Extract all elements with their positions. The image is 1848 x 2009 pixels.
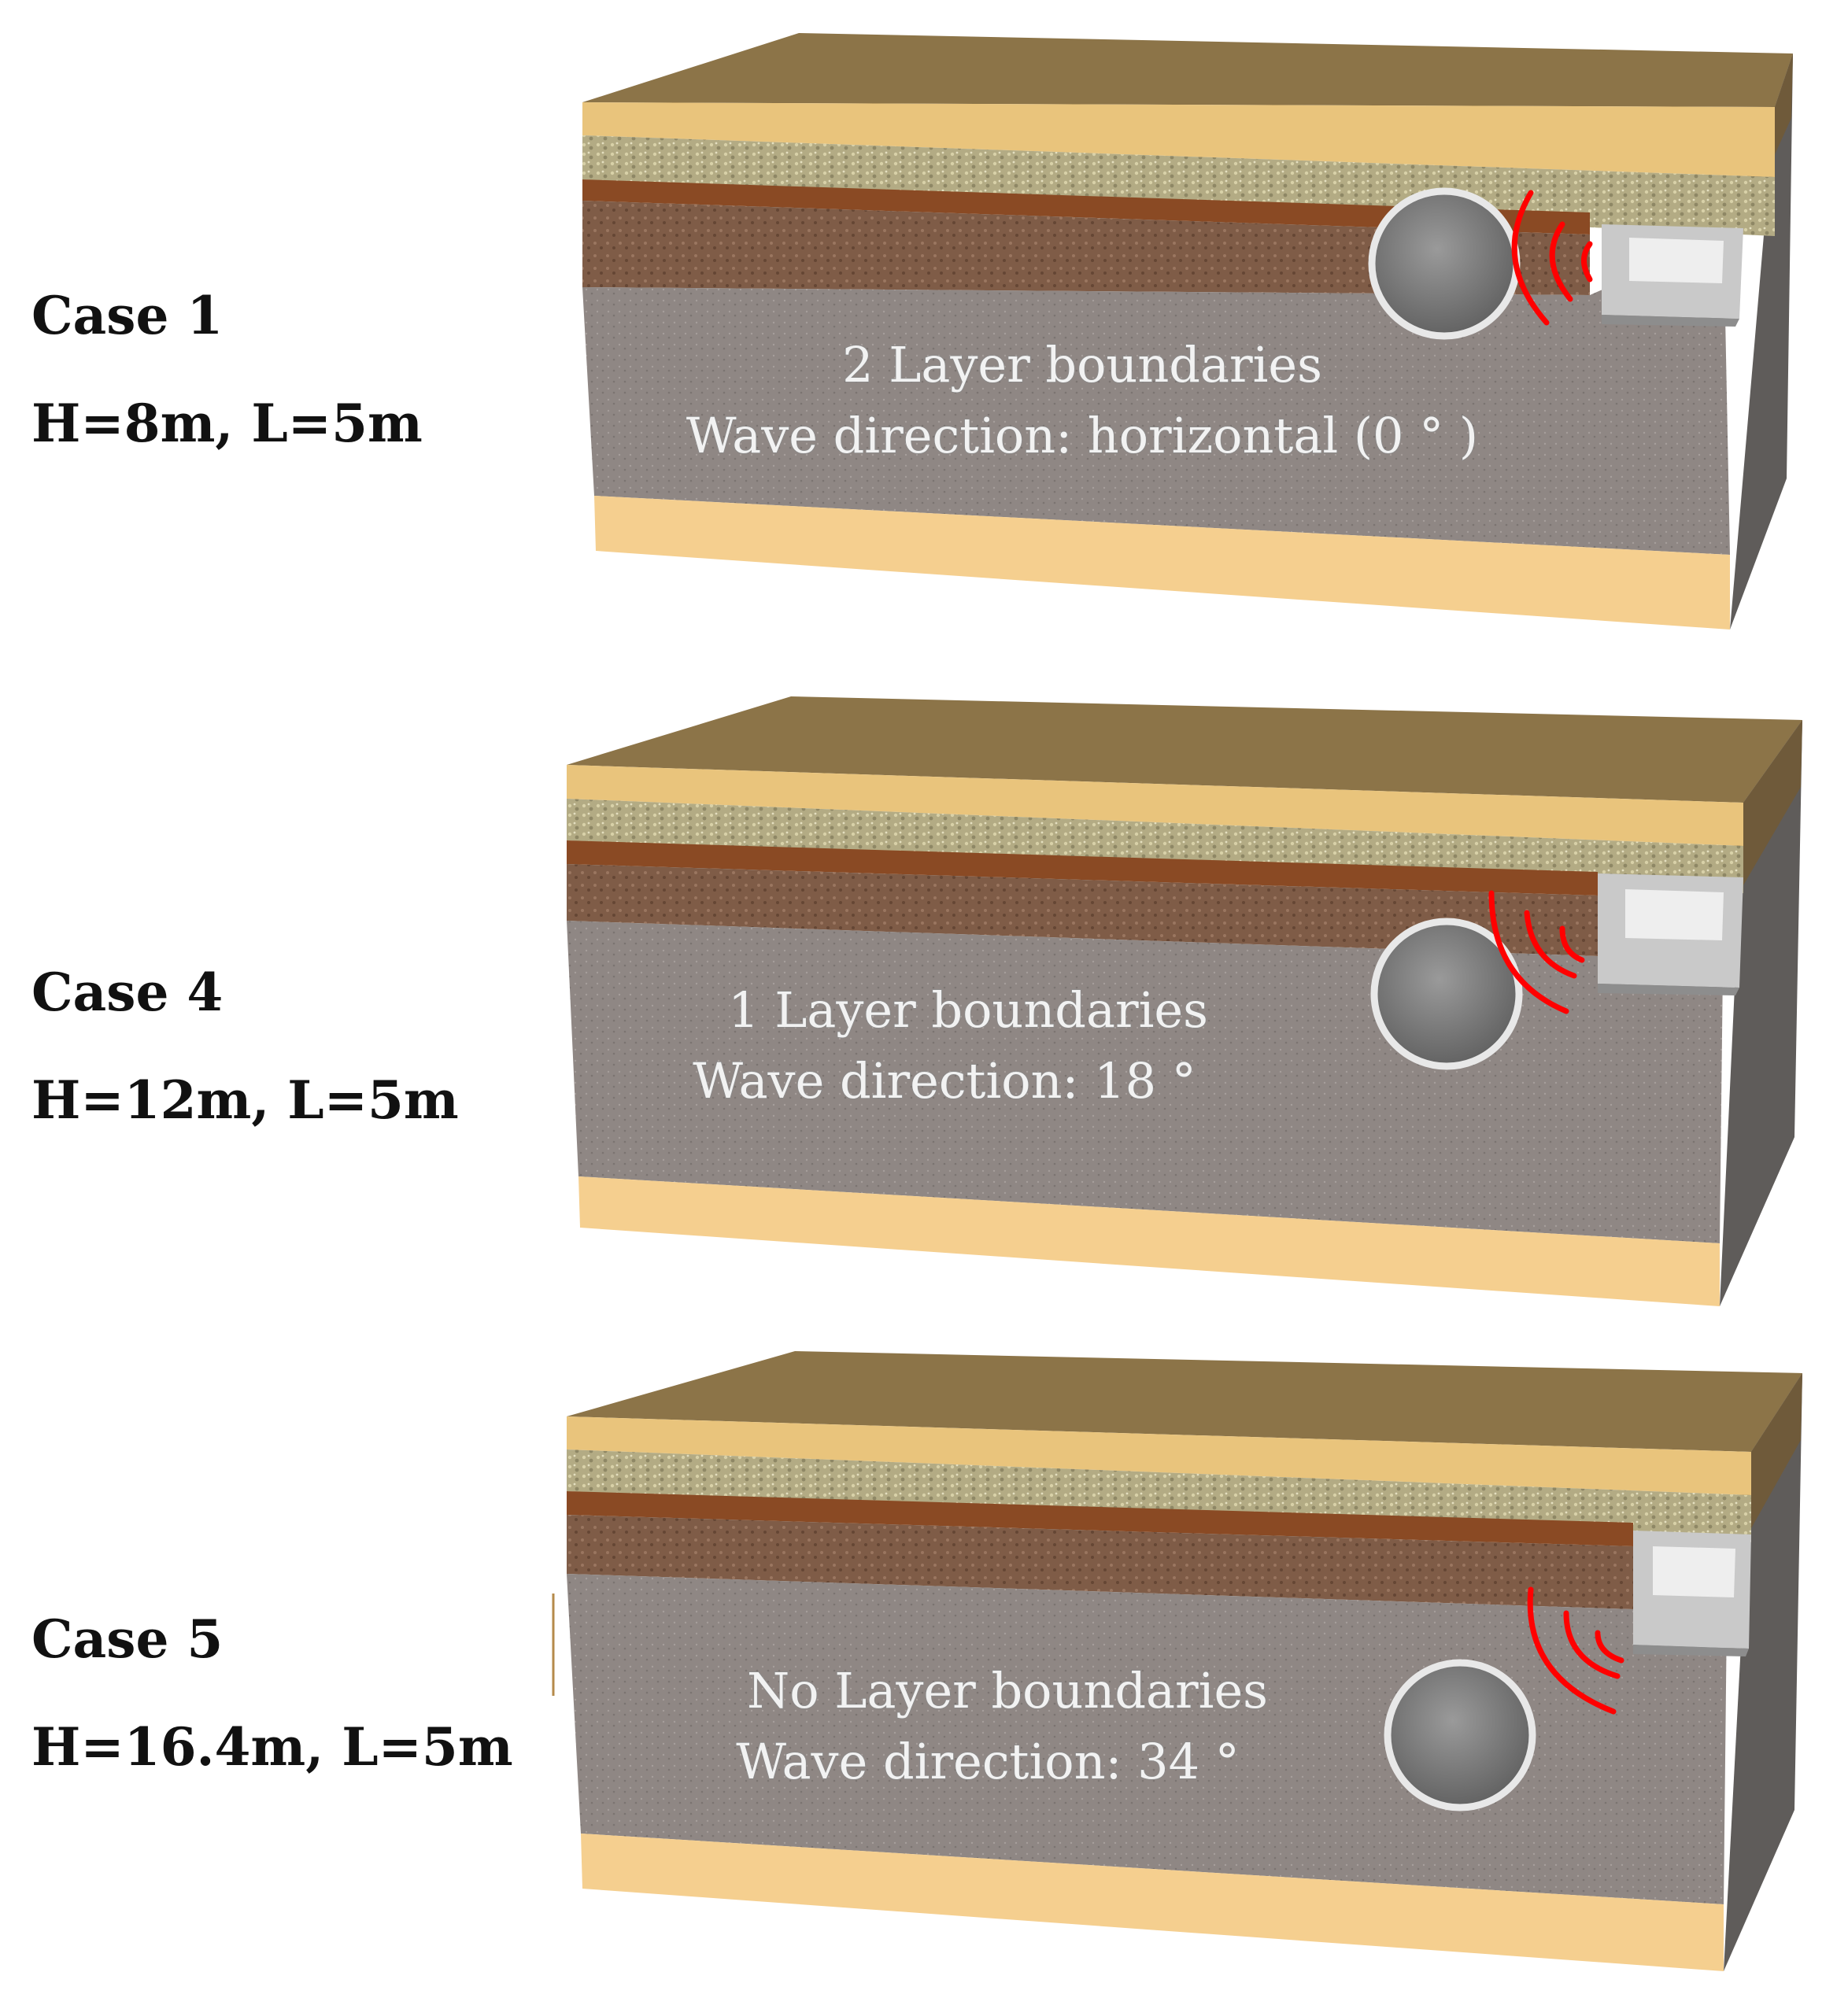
- case-4-params: H=12m, L=5m: [31, 1069, 459, 1131]
- tunnel-circle: [1384, 1659, 1536, 1811]
- case-4-title: Case 4: [31, 962, 224, 1023]
- clay-stripe: [582, 179, 1590, 235]
- soil-layer: [567, 1515, 1633, 1609]
- soil-layer: [567, 864, 1598, 956]
- case-5-boundaries-text: No Layer boundaries: [747, 1662, 1268, 1719]
- base-layer: [581, 1834, 1724, 1971]
- soil-layer: [582, 201, 1590, 295]
- case-5-params: H=16.4m, L=5m: [31, 1716, 513, 1778]
- clay-stripe: [567, 1491, 1633, 1546]
- soil-block-case-5: No Layer boundaries Wave direction: 34 °: [552, 1351, 1802, 1971]
- tunnel-circle: [1370, 918, 1523, 1070]
- wave-arcs: [1511, 190, 1593, 326]
- sand-layer: [567, 1416, 1751, 1495]
- case-1-params: H=8m, L=5m: [31, 393, 423, 454]
- retaining-structure: [1598, 873, 1743, 995]
- soil-block-case-1: 2 Layer boundaries Wave direction: horiz…: [582, 33, 1793, 630]
- base-layer: [594, 496, 1730, 630]
- case-5-wave-text: Wave direction: 34 °: [736, 1733, 1240, 1790]
- case-1-boundaries-text: 2 Layer boundaries: [842, 336, 1322, 393]
- wave-arcs: [1527, 1586, 1624, 1715]
- retaining-structure: [1633, 1531, 1751, 1656]
- sand-layer: [567, 765, 1743, 846]
- case-1-title: Case 1: [31, 285, 224, 346]
- block-side-top-layers: [1724, 54, 1793, 236]
- block-top-surface: [567, 696, 1802, 803]
- retaining-structure: [1602, 224, 1743, 327]
- block-side-face: [1724, 1373, 1802, 1971]
- clay-stripe: [567, 840, 1598, 896]
- case-5-title: Case 5: [31, 1608, 224, 1670]
- tunnel-circle: [1368, 187, 1521, 340]
- block-side-face: [1730, 54, 1793, 630]
- soil-block-case-4: 1 Layer boundaries Wave direction: 18 °: [567, 696, 1802, 1306]
- case-4-boundaries-text: 1 Layer boundaries: [728, 981, 1208, 1039]
- block-top-surface: [567, 1351, 1802, 1452]
- block-top-surface: [582, 33, 1793, 107]
- sand-layer: [582, 102, 1775, 177]
- rock-body: [567, 1542, 1743, 1904]
- wave-arcs: [1488, 890, 1585, 1014]
- case-4-wave-text: Wave direction: 18 °: [693, 1052, 1196, 1110]
- base-layer: [578, 1176, 1720, 1306]
- case-1-wave-text: Wave direction: horizontal (0 ° ): [686, 407, 1478, 464]
